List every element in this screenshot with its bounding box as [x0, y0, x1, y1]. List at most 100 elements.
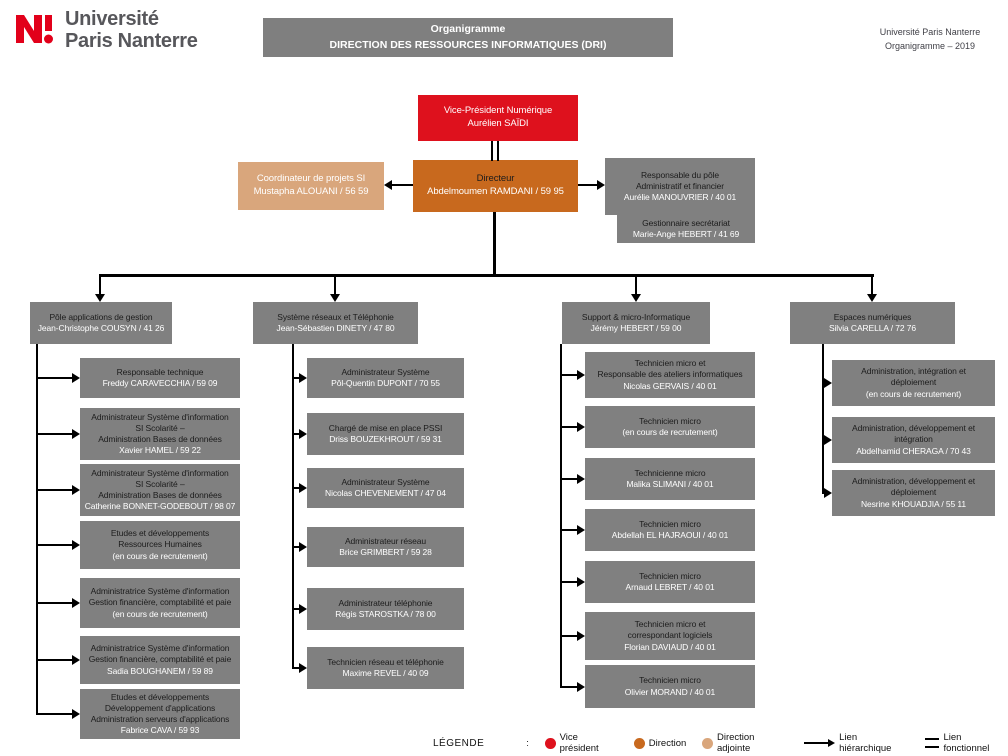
person-name: Florian DAVIAUD / 40 01 [624, 641, 716, 652]
legend-item-4: Lien fonctionnel [924, 732, 1008, 754]
connector-line [578, 184, 597, 186]
document-title-line1: Organigramme [430, 22, 506, 35]
connector-arrowhead [72, 429, 80, 439]
connector-line [36, 713, 72, 715]
role-line: Responsable technique [116, 366, 204, 377]
person-name: Nicolas CHEVENEMENT / 47 04 [325, 488, 446, 498]
connector-line [36, 433, 72, 435]
person-name: Driss BOUZEKHROUT / 59 31 [329, 434, 442, 444]
connector-line [292, 433, 299, 435]
role-line: SI Scolarité – [135, 422, 185, 433]
connector-arrowhead [72, 655, 80, 665]
role-line: Administrateur Système d'information [91, 467, 229, 478]
legend-label: Vice président [559, 732, 599, 754]
role-line: Administrateur téléphonie [338, 597, 433, 608]
person-name: Aurélien SAÏDI [467, 118, 529, 129]
connector-line [497, 141, 499, 161]
connector-line [822, 439, 824, 441]
connector-arrowhead [299, 542, 307, 552]
connector-arrowhead [824, 435, 832, 445]
connector-arrowhead [299, 663, 307, 673]
role-line: Technicienne micro [634, 467, 706, 478]
logo-line1: Université [65, 8, 159, 30]
legend-separator: : [526, 737, 529, 749]
connector-line [36, 344, 38, 715]
person-name: Aurélie MANOUVRIER / 40 01 [623, 192, 737, 203]
connector-arrowhead [72, 540, 80, 550]
document-title-bar: Organigramme DIRECTION DES RESSOURCES IN… [263, 18, 673, 57]
connector-line [493, 212, 496, 275]
role-line: Administrateur Système [341, 476, 430, 487]
person-name: Marie-Ange HEBERT / 41 69 [632, 229, 740, 239]
role-line: Responsable du pôle [641, 169, 719, 180]
connector-line [99, 274, 874, 277]
connector-line [822, 344, 824, 494]
connector-line [560, 426, 577, 428]
connector-arrowhead [597, 180, 605, 190]
connector-arrowhead [577, 474, 585, 484]
person-name: Nicolas GERVAIS / 40 01 [623, 380, 717, 391]
legend-item-3: Lien hiérarchique [804, 732, 909, 754]
connector-line [292, 667, 299, 669]
connector-arrowhead [72, 373, 80, 383]
connector-arrowhead [299, 604, 307, 614]
role-line: Système réseaux et Téléphonie [277, 311, 394, 322]
role-line: Gestion financière, comptabilité et paie [88, 654, 232, 665]
document-title-line2: DIRECTION DES RESSOURCES INFORMATIQUES (… [329, 38, 607, 51]
role-line: Administration serveurs d'applications [90, 714, 230, 724]
legend-item-1: Direction [633, 737, 686, 749]
meta-line2: Organigramme – 2019 [884, 40, 976, 51]
role-line: Administration, développement et [852, 476, 975, 487]
connector-line [871, 277, 873, 294]
role-line: Technicien micro [639, 675, 701, 686]
role-line: Administration Bases de données [98, 490, 222, 500]
role-line: déploiement [890, 487, 937, 498]
role-line: Administrateur Système d'information [91, 411, 229, 422]
connector-line [635, 277, 637, 294]
person-name: Olivier MORAND / 40 01 [624, 686, 716, 697]
role-line: Administrateur Système [341, 366, 430, 377]
role-line: Administratif et financier [635, 180, 725, 191]
role-line: Administratrice Système d'information [90, 586, 230, 597]
person-name: (en cours de recrutement) [112, 550, 208, 561]
person-name: Malika SLIMANI / 40 01 [626, 479, 714, 489]
person-name: Maxime REVEL / 40 09 [342, 668, 429, 678]
connector-line [560, 685, 577, 688]
person-name: Mustapha ALOUANI / 56 59 [253, 186, 369, 197]
role-line: déploiement [890, 377, 937, 388]
connector-line [491, 141, 493, 161]
connector-line [292, 546, 299, 548]
connector-line [292, 487, 299, 489]
legend-label: Lien hiérarchique [839, 732, 892, 754]
connector-line [392, 184, 413, 186]
role-line: Technicien micro [639, 518, 701, 529]
legend-dot-icon [544, 737, 556, 749]
connector-line [560, 374, 577, 376]
person-name: (en cours de recrutement) [865, 388, 962, 399]
role-line: Administration, développement et [852, 423, 975, 434]
person-name: Abdelhamid CHERAGA / 70 43 [856, 445, 971, 456]
connector-arrowhead [577, 681, 585, 692]
connector-line [822, 492, 824, 494]
role-line: Technicien micro et [634, 358, 706, 369]
connector-line [36, 377, 72, 379]
connector-arrowhead [72, 709, 80, 719]
